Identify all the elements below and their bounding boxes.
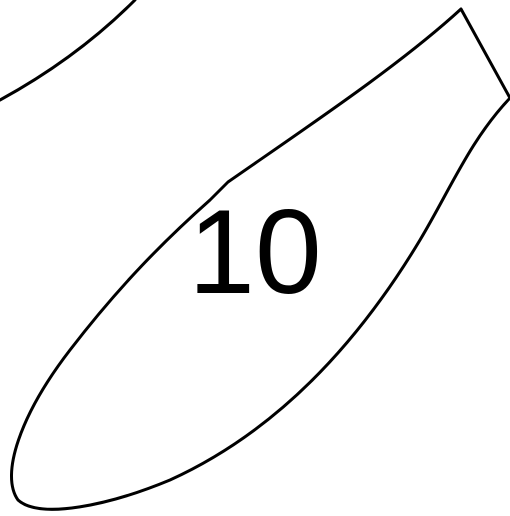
region-label: 10 <box>150 182 360 322</box>
neighbor-region-outline <box>0 0 135 100</box>
